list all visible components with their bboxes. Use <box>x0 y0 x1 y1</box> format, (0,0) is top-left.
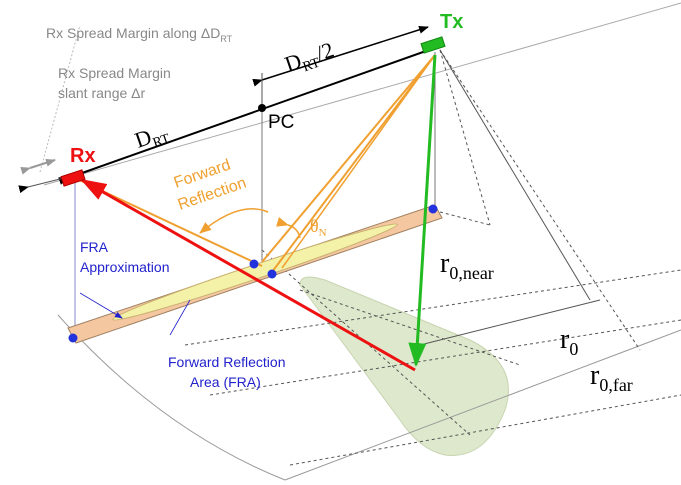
ground-far-edge <box>284 329 681 481</box>
dash-ground-2 <box>209 319 681 396</box>
theta-label: θN <box>310 216 327 239</box>
dash-near-2 <box>439 211 491 226</box>
ground-curve <box>57 314 286 481</box>
beam-footprint <box>299 276 509 456</box>
pc-point <box>258 104 266 112</box>
spread-slant-label-2: slant range Δr <box>58 85 146 101</box>
blue-dot-pc-ground <box>249 259 259 269</box>
tx-beam-arrow <box>408 54 437 367</box>
spread-delta-label: Rx Spread Margin along ΔDRT <box>46 25 233 44</box>
fra-approx-label-2: Approximation <box>80 259 170 275</box>
dash-tx-far <box>439 49 591 301</box>
spread-slant-arrow <box>18 177 65 194</box>
forward-reflection-arc <box>199 208 269 234</box>
dash-near-1 <box>439 49 491 226</box>
rx-antenna <box>60 169 86 187</box>
tx-antenna <box>420 36 446 54</box>
r0-label: r0 <box>560 324 578 359</box>
tx-label: Tx <box>440 11 463 33</box>
dash-ground-3 <box>289 394 681 466</box>
rx-label: Rx <box>70 145 96 167</box>
spread-margin-dotted <box>39 24 81 173</box>
fra-area-label-1: Forward Reflection <box>168 354 286 370</box>
fra-area-pointer <box>169 299 191 336</box>
fra-area-label-2: Area (FRA) <box>190 374 261 390</box>
blue-dot-rx-ground <box>68 333 78 343</box>
upper-slant-line <box>43 2 681 186</box>
tx-to-fra-1 <box>261 54 436 263</box>
r0-far-label: r0,far <box>590 360 633 395</box>
theta-arc <box>276 217 301 239</box>
spread-margin-arrow <box>20 158 56 175</box>
fra-approx-pointer <box>79 292 123 319</box>
r0-near-label: r0,near <box>440 248 494 283</box>
drt-label: DRT <box>131 118 172 156</box>
tx-to-fra-3 <box>281 54 436 269</box>
dash-far-1 <box>439 49 641 351</box>
blue-dot-spec <box>267 269 277 279</box>
dash-range-mid2 <box>299 289 521 366</box>
solid-r0 <box>419 299 601 346</box>
pc-label: PC <box>268 112 294 133</box>
blue-dot-tx-ground <box>428 204 438 214</box>
direct-path-arrow <box>80 178 416 372</box>
fra-approx-label-1: FRA <box>80 239 109 255</box>
spread-slant-label-1: Rx Spread Margin <box>58 65 171 81</box>
drt-half-label: DRT/2 <box>281 37 338 81</box>
drt-half-arrow <box>252 25 429 87</box>
